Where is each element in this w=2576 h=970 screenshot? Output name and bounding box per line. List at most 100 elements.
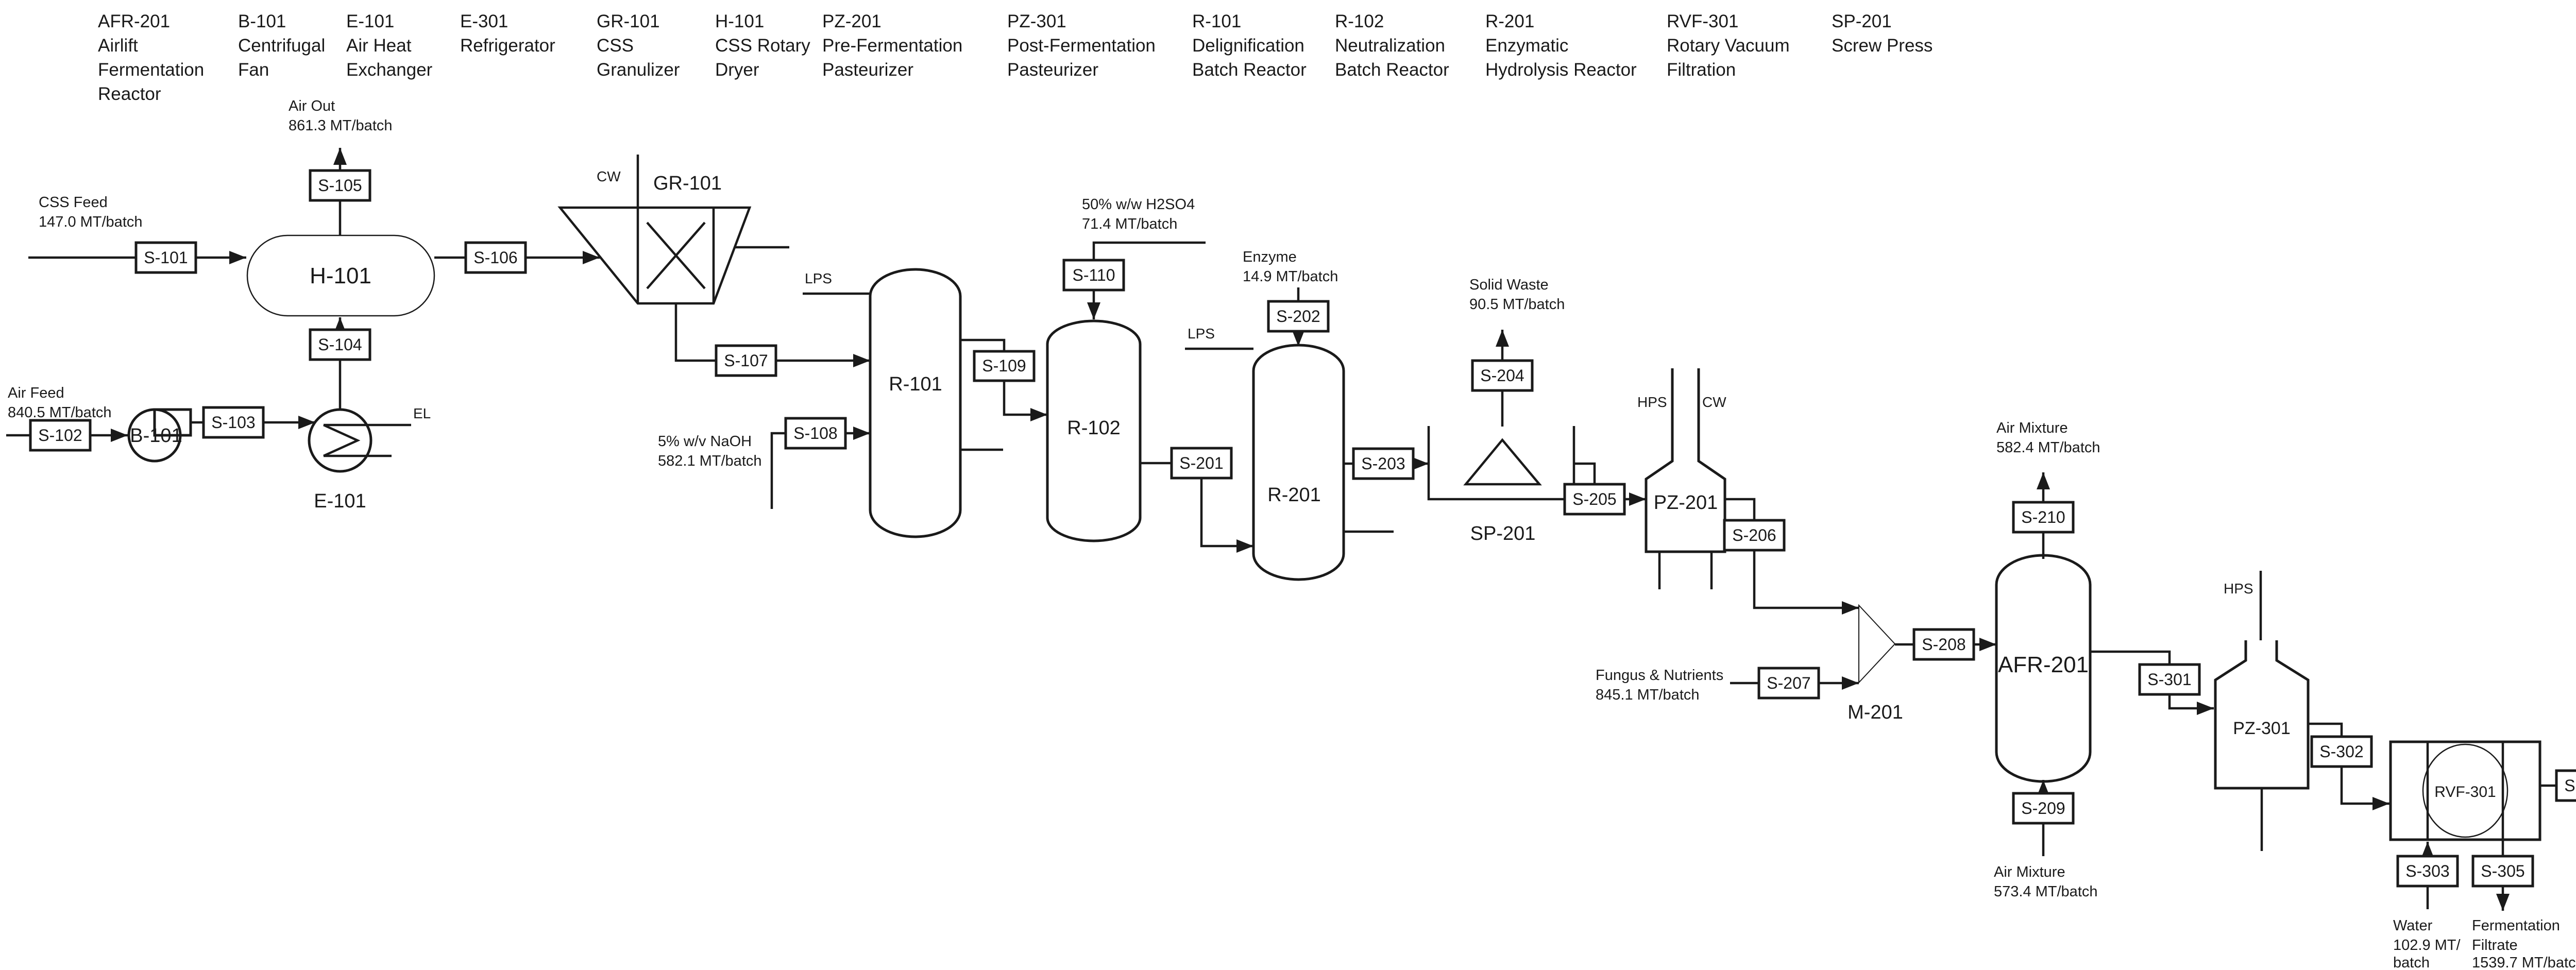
legend-code: AFR-201 <box>98 11 171 31</box>
r102-vessel <box>1046 319 1142 542</box>
s301-arrow <box>2168 694 2214 715</box>
gr101-drum-walls <box>636 208 715 303</box>
annotation-line: 50% w/w H2SO4 <box>1082 196 1195 213</box>
stream-tag-s209: S-209 <box>2012 792 2075 825</box>
annotation-line: 147.0 MT/batch <box>39 214 143 230</box>
water-annotation: Water 102.9 MT/ batch <box>2393 917 2461 970</box>
stream-tag-label: S-202 <box>1276 307 1320 326</box>
legend-code: RVF-301 <box>1667 11 1739 31</box>
stream-tag-label: S-106 <box>473 248 517 267</box>
equipment-shapes: H-101 B-101 E-101 GR-101 <box>127 173 2541 841</box>
sp201-label: SP-201 <box>1470 523 1536 544</box>
b101-fan-outlet-duct <box>153 408 192 437</box>
stream-tag-s206: S-206 <box>1723 519 1786 552</box>
legend-name: Screw Press <box>1832 36 1933 56</box>
stream-tag-label: S-102 <box>38 426 82 445</box>
fungus-annotation: Fungus & Nutrients 845.1 MT/batch <box>1596 667 1723 703</box>
s206-line-a <box>1725 498 1756 520</box>
lps-label-r101: LPS <box>805 270 832 286</box>
legend-name: CSS Rotary Dryer <box>715 36 810 80</box>
r101-label: R-101 <box>889 373 942 395</box>
stream-tag-label: S-207 <box>1767 674 1810 692</box>
stream-tag-s304: S-304 <box>2555 769 2576 802</box>
filtrate-annotation: Fermentation Filtrate 1539.7 MT/batch <box>2472 917 2576 970</box>
annotation-line: Fungus & Nutrients <box>1596 667 1723 684</box>
legend-name: Rotary Vacuum Filtration <box>1667 36 1790 80</box>
s201-arrow <box>1200 478 1253 553</box>
rvf301-filter: RVF-301 <box>2389 740 2541 841</box>
annotation-line: 90.5 MT/batch <box>1469 296 1565 313</box>
annotation-line: 71.4 MT/batch <box>1082 216 1177 232</box>
m201-label: M-201 <box>1848 702 1903 723</box>
r201-vessel <box>1252 344 1345 581</box>
annotation-line: 582.1 MT/batch <box>658 453 762 469</box>
css-feed-annotation: CSS Feed 147.0 MT/batch <box>39 194 143 230</box>
stream-tag-s202: S-202 <box>1267 300 1330 333</box>
stream-tag-label: S-303 <box>2405 862 2449 880</box>
stream-tag-label: S-210 <box>2021 508 2065 526</box>
h101-dryer-body <box>246 234 435 317</box>
stream-tag-s105: S-105 <box>309 169 371 202</box>
legend-code: GR-101 <box>597 11 660 31</box>
stream-tag-label: S-101 <box>144 248 188 267</box>
stream-tag-s208: S-208 <box>1912 628 1975 661</box>
annotation-line: 845.1 MT/batch <box>1596 687 1700 703</box>
legend-name: Delignification Batch Reactor <box>1192 36 1307 80</box>
stream-tag-label: S-302 <box>2319 742 2363 761</box>
lps-label-r201: LPS <box>1188 326 1215 342</box>
legend-name: Air Heat Exchanger <box>346 36 433 80</box>
b101-fan: B-101 <box>127 408 192 463</box>
stream-tag-label: S-204 <box>1480 366 1524 385</box>
legend-code: E-101 <box>346 11 395 31</box>
gr101-granulizer: GR-101 <box>557 173 752 305</box>
stream-tag-s110: S-110 <box>1062 259 1125 292</box>
gr101-crusher-icon <box>646 222 706 290</box>
stream-tag-s201: S-201 <box>1170 447 1233 480</box>
m201-mixer-icon <box>1858 604 1896 684</box>
legend-name: Enzymatic Hydrolysis Reactor <box>1485 36 1637 80</box>
pz301-label: PZ-301 <box>2233 719 2291 738</box>
rvf301-drum-icon <box>2422 743 2509 838</box>
solid-waste-annotation: Solid Waste 90.5 MT/batch <box>1469 277 1565 313</box>
stream-tag-s101: S-101 <box>134 241 197 274</box>
annotation-line: 14.9 MT/batch <box>1243 268 1338 285</box>
stream-tag-s305-filtrate: S-305 <box>2471 855 2534 888</box>
s109-line-a <box>960 338 1006 351</box>
stream-tag-label: S-108 <box>793 424 837 443</box>
rvf301-housing <box>2389 740 2541 841</box>
stream-tag-s302: S-302 <box>2310 735 2373 768</box>
stream-tag-s203: S-203 <box>1352 447 1415 480</box>
stream-tag-label: S-105 <box>318 176 362 195</box>
annotation-line: 840.5 MT/batch <box>8 404 112 421</box>
s109-arrow <box>1003 381 1047 421</box>
annotation-line: Air Mixture <box>1996 420 2068 436</box>
sp201-screw-icon <box>1463 438 1542 486</box>
gr101-label: GR-101 <box>653 173 722 194</box>
annotation-line: Air Out <box>289 98 335 114</box>
stream-tag-s106: S-106 <box>464 241 527 274</box>
annotation-line: Water <box>2393 917 2433 934</box>
annotation-line: 861.3 MT/batch <box>289 117 393 134</box>
stream-tag-label: S-110 <box>1072 266 1115 284</box>
stream-tag-label: S-109 <box>982 356 1026 375</box>
legend-code: R-201 <box>1485 11 1535 31</box>
stream-tag-label: S-203 <box>1361 454 1405 473</box>
stream-tag-s108: S-108 <box>784 417 847 450</box>
stream-tag-label: S-201 <box>1179 454 1223 472</box>
stream-annotations: CSS Feed 147.0 MT/batch Air Out 861.3 MT… <box>8 98 2576 970</box>
annotation-line: 573.4 MT/batch <box>1994 883 2098 900</box>
stream-lines <box>6 148 2556 911</box>
afr201-vessel <box>1995 554 2092 783</box>
m201-mixer: M-201 <box>1848 604 1903 723</box>
enzyme-annotation: Enzyme 14.9 MT/batch <box>1243 249 1338 285</box>
sp201-screw-press: SP-201 <box>1427 426 1575 544</box>
r102-label: R-102 <box>1067 417 1121 439</box>
e101-heat-exchanger: E-101 <box>308 408 411 512</box>
